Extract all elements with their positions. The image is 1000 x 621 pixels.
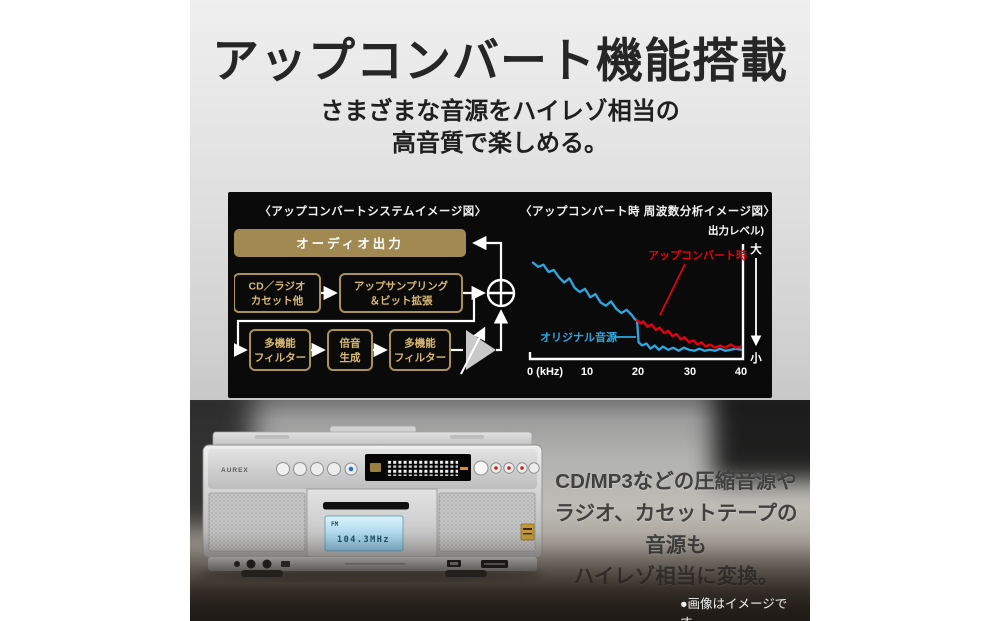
filter1-box: 多機能 フィルター bbox=[249, 329, 311, 371]
harmonic-line1: 倍音 bbox=[340, 337, 361, 350]
background-shadow-right bbox=[713, 400, 810, 480]
arrow-amp-to-mixer bbox=[493, 309, 509, 352]
diagram-panel: 〈アップコンバートシステムイメージ図〉 〈アップコンバート時 周波数分析イメージ… bbox=[228, 192, 776, 398]
branch-to-filter bbox=[234, 293, 476, 358]
xtick-10: 10 bbox=[581, 366, 593, 378]
brand-logo: AUREX bbox=[221, 467, 249, 474]
audio-output-box: オーディオ出力 bbox=[234, 229, 466, 257]
graphic-area: アップコンバート機能搭載 さまざまな音源をハイレゾ相当の 高音質で楽しめる。 〈… bbox=[190, 0, 810, 621]
display-gold-tag bbox=[370, 463, 381, 472]
hero-subtitle-line1: さまざまな音源をハイレゾ相当の bbox=[320, 98, 680, 125]
xtick-20: 20 bbox=[632, 366, 644, 378]
harmonic-box: 倍音 生成 bbox=[327, 329, 373, 371]
xtick-40: 40 bbox=[735, 366, 747, 378]
lcd-band-text: FM bbox=[331, 521, 339, 528]
level-meter-display bbox=[365, 454, 471, 481]
flow-connectors bbox=[234, 235, 509, 358]
original-label: オリジナル音源 bbox=[540, 330, 617, 344]
frequency-diagram-title: 〈アップコンバート時 周波数分析イメージ図〉 bbox=[520, 206, 776, 218]
chart-axes bbox=[528, 244, 745, 361]
filter2-line2: フィルター bbox=[394, 352, 446, 364]
upconvert-callout-line bbox=[659, 263, 686, 316]
upsampling-box: アップサンプリング ＆ビット拡張 bbox=[339, 273, 463, 313]
mixer-plus-icon bbox=[486, 278, 516, 308]
xtick-0: 0 (kHz) bbox=[527, 366, 563, 378]
harmonic-line2: 生成 bbox=[340, 351, 361, 364]
system-flow-diagram: オーディオ出力 CD／ラジオ カセット他 アップサンプリング ＆ビット拡張 bbox=[234, 229, 516, 375]
arrow-to-output bbox=[472, 235, 503, 280]
caption-line1: CD/MP3などの圧縮音源や bbox=[555, 470, 797, 493]
hero-title: アップコンバート機能搭載 bbox=[212, 34, 788, 87]
amplifier-icon bbox=[460, 326, 496, 375]
upsampling-box-line2: ＆ビット拡張 bbox=[370, 294, 433, 307]
filter1-line1: 多機能 bbox=[264, 337, 296, 350]
product-photo-zone: AUREX bbox=[190, 400, 810, 621]
playback-buttons bbox=[276, 462, 358, 476]
filter2-line1: 多機能 bbox=[404, 337, 436, 350]
original-annotation: オリジナル音源 bbox=[540, 330, 636, 344]
record-buttons bbox=[473, 460, 540, 476]
image-disclaimer-note: ●画像はイメージです。 bbox=[680, 597, 788, 621]
upsampling-box-line1: アップサンプリング bbox=[354, 280, 449, 293]
ylabel: 出力レベル) bbox=[708, 224, 764, 237]
source-box-line1: CD／ラジオ bbox=[249, 280, 306, 293]
hero-subtitle-line2: 高音質で楽しめる。 bbox=[392, 130, 608, 158]
filter2-box: 多機能 フィルター bbox=[389, 329, 451, 371]
frequency-chart: 出力レベル) 大 小 0 (kHz) 10 20 30 40 アップコンバート時… bbox=[527, 224, 764, 378]
level-meter-leds bbox=[386, 460, 458, 476]
cd-slot bbox=[323, 502, 409, 510]
cd-lid bbox=[212, 425, 533, 448]
hero-subtitle: さまざまな音源をハイレゾ相当の 高音質で楽しめる。 bbox=[190, 96, 810, 161]
bottom-vignette bbox=[190, 534, 810, 621]
audio-output-label: オーディオ出力 bbox=[296, 236, 404, 251]
filter1-line2: フィルター bbox=[254, 352, 306, 364]
curve-original-source bbox=[531, 261, 743, 352]
y-bottom-label: 小 bbox=[749, 351, 762, 365]
chart-curves bbox=[531, 261, 743, 352]
display-orange-text bbox=[460, 467, 468, 470]
curve-upconverted bbox=[635, 319, 743, 349]
source-box: CD／ラジオ カセット他 bbox=[234, 273, 321, 313]
upconvert-label: アップコンバート時 bbox=[648, 248, 747, 262]
control-strip: AUREX bbox=[208, 449, 540, 489]
xtick-30: 30 bbox=[684, 366, 696, 378]
bluetooth-button-dot bbox=[348, 466, 354, 472]
source-box-line2: カセット他 bbox=[251, 294, 304, 307]
system-diagram-title: 〈アップコンバートシステムイメージ図〉 bbox=[259, 206, 487, 218]
upconvert-annotation: アップコンバート時 bbox=[648, 248, 747, 316]
y-top-label: 大 bbox=[750, 242, 762, 256]
